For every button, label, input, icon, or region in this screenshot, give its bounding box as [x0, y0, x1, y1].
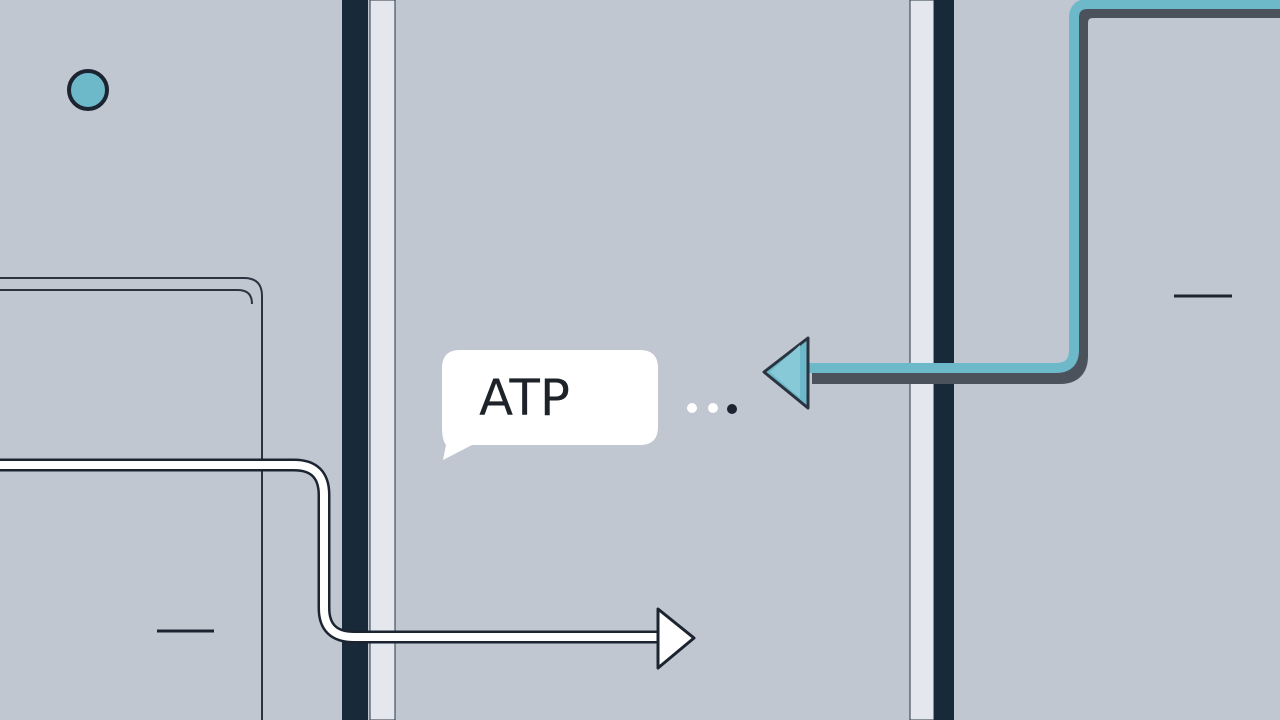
membrane-right-dark — [934, 0, 954, 720]
teal-arrow-icon — [762, 0, 1280, 410]
bubble-label: ATP — [479, 369, 570, 427]
speech-bubble: ATP — [442, 350, 658, 460]
container-outline-outer — [0, 277, 263, 720]
container-outline-inner — [0, 289, 253, 305]
membrane-left-dark — [342, 0, 368, 720]
membrane-left-light — [369, 0, 396, 720]
membrane-right-light — [909, 0, 935, 720]
circle-marker-icon — [67, 69, 109, 111]
ellipsis-icon — [687, 403, 737, 414]
white-arrow-icon — [0, 458, 696, 670]
